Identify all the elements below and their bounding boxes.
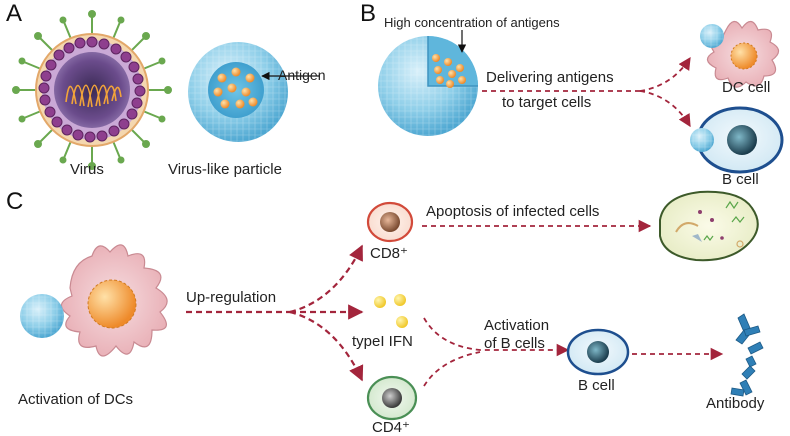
delivery-arrows: [482, 56, 691, 128]
activated-dc: [20, 244, 168, 357]
upregulation-arrows: [186, 244, 364, 382]
cd8-cell: [366, 201, 414, 243]
virus-label: Virus: [70, 161, 104, 178]
vlp-label: Virus-like particle: [168, 161, 282, 178]
ifn-particles: [374, 294, 408, 328]
antibody-label: Antibody: [706, 395, 765, 412]
virus-illustration: [12, 10, 172, 170]
activation-b-line1: Activation: [484, 317, 550, 334]
dc-cell-label: DC cell: [722, 79, 771, 96]
b-activation-arrows: [423, 317, 570, 387]
panel-label-c: C: [6, 188, 24, 215]
delivering-line1: Delivering antigens: [486, 69, 614, 86]
apoptosis-label: Apoptosis of infected cells: [426, 203, 600, 220]
cd8-label: CD8⁺: [370, 245, 408, 262]
vlp-illustration: [188, 42, 320, 142]
ifn-label: typeI IFN: [352, 333, 413, 350]
upregulation-label: Up-regulation: [186, 289, 277, 306]
dc-cell-b: [700, 20, 780, 88]
delivering-line2: to target cells: [502, 94, 592, 111]
cd4-cell: [366, 375, 418, 421]
activation-dcs-label: Activation of DCs: [18, 391, 134, 408]
apoptotic-cell: [659, 190, 759, 262]
antigen-label: Antigen: [278, 67, 326, 83]
panel-label-a: A: [6, 0, 23, 27]
b-cell-c: [566, 328, 630, 376]
b-cell-label-b: B cell: [722, 171, 759, 188]
b-cell-b: [690, 106, 784, 174]
activation-b-line2: of B cells: [484, 335, 545, 352]
b-cell-label-c: B cell: [578, 377, 615, 394]
concentration-label: High concentration of antigens: [384, 15, 560, 30]
panel-label-b: B: [360, 0, 377, 27]
vlp-cutaway: [378, 30, 478, 136]
antibodies: [730, 313, 764, 397]
cd4-label: CD4⁺: [372, 419, 410, 436]
